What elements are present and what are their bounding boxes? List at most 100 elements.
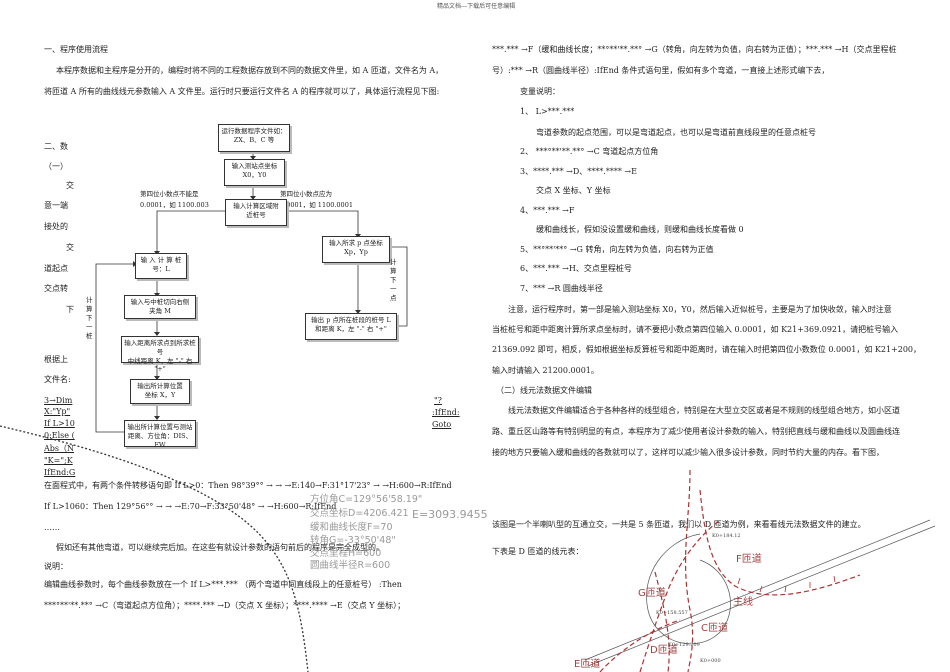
paragraph: 接的地方只要输入缓和曲线的各数就可以了，这样可以减少输入很多设计参数，同时节约大…: [492, 448, 884, 457]
code-fragment: :IfEnd:: [432, 408, 460, 417]
variable-desc: 弯道参数的起点范围，可以是弯道起点，也可以是弯道前直线段里的任意点桩号: [536, 128, 816, 137]
flow-box-text: 输出 p 点所在桩段的桩号 L: [311, 316, 391, 324]
flow-box-text: 中线距离 K，左 "-" 右 "+": [127, 356, 193, 374]
flow-box-text: 夹角 M: [149, 306, 171, 315]
section-1-title: 一、程序使用流程: [44, 45, 108, 54]
flow-box-text: ZX、B、C 等: [233, 135, 275, 144]
paragraph: 说明：: [44, 562, 68, 571]
paragraph: ***°**'**.**° →C（弯道起点方位角）；****.*** →D（交点…: [44, 601, 406, 610]
ramp-label-f: F匝道: [736, 554, 762, 565]
text-fragment: 接处的: [44, 222, 68, 231]
station-label: K0+129.209: [668, 642, 700, 648]
flow-box-input-angle: 输入与中桩切向右侧 夹角 M: [124, 295, 196, 319]
text-fragment: 根据上: [44, 355, 68, 364]
paragraph: 号）:*** →R（圆曲线半径）:IfEnd 条件式语句里，假如有多个弯道，一直…: [492, 66, 830, 75]
text-fragment: 道起点: [44, 264, 68, 273]
ramp-label-d: D匝道: [650, 645, 678, 656]
station-label: K0+184.12: [712, 533, 741, 539]
section-1-paragraph: 本程序数据和主程序是分开的，编程时将不同的工程数据存放到不同的数据文件里，如 A…: [56, 66, 444, 75]
text-fragment: 文件名:: [44, 375, 71, 384]
flow-box-text: 号：L: [152, 264, 170, 273]
flow-box-text: 输入计算区域附: [233, 202, 279, 210]
paragraph: If L>1060：Then 129°56°° → → →E:70→F:33°5…: [44, 502, 337, 511]
variable-item: 1、 L>***.***: [520, 107, 575, 116]
code-fragment: "?: [434, 396, 442, 405]
flow-note-right: 第四位小数点应为: [280, 190, 332, 198]
flow-box-output-dis-fw: 输出所计算位置与测站 距离、方位角：DIS、FW: [124, 420, 196, 449]
text-fragment: 意一端: [44, 201, 68, 210]
code-fragment: Goto: [432, 420, 452, 429]
flow-note-left: 0.0001，如 1100.003: [140, 201, 209, 209]
flow-box-text: 输出所计算位置: [137, 382, 183, 390]
flow-box-text: 坐标 X，Y: [144, 390, 176, 399]
calc-display-line: 转角G=-33°50'48": [310, 535, 396, 546]
variable-item: 3、****.*** →D、****.**** →E: [520, 167, 637, 176]
flow-box-output-xy: 输出所计算位置 坐标 X，Y: [130, 379, 190, 404]
flow-box-text: 运行数据程序文件如：: [221, 127, 287, 135]
calc-display-line: 交点坐标D=4206.421: [310, 508, 409, 519]
flow-note-left: 第四位小数点不能是: [140, 190, 199, 198]
code-line: IfEnd:G: [44, 468, 76, 477]
variable-desc: 交点 X 坐标、Y 坐标: [536, 186, 611, 195]
code-line: Abs（N: [44, 444, 75, 453]
flow-box-text: Xp，Yp: [344, 247, 368, 256]
calc-display-line: 方位角C=129°56'58.19": [310, 494, 423, 505]
text-fragment: 交: [66, 243, 74, 252]
flow-box-text: 输出所计算位置与测站: [127, 423, 193, 431]
flow-box-text: 距离、方位角：DIS、FW: [127, 431, 193, 449]
code-line: "K=";K: [44, 456, 73, 465]
text-fragment: 下: [66, 305, 74, 314]
calc-display-line: 缓和曲线长度F=70: [310, 522, 393, 533]
flow-box-text: 输 入 计 算 桩: [140, 256, 182, 264]
flow-box-text: 输入距离所求点到所求桩号: [124, 339, 196, 356]
ramp-label-g: G匝道: [638, 588, 666, 599]
flow-box-text: 近桩号: [246, 210, 266, 219]
paragraph: 该图是一个半喇叭型的互通立交，一共是 5 条匝道，我们以 D 匝道为例，来看看线…: [492, 520, 866, 529]
flow-box-input-p-coord: 输入所求 p 点坐标 Xp，Yp: [322, 236, 390, 263]
code-line: X:"Yp": [44, 407, 71, 416]
ellipsis: ……: [44, 523, 60, 532]
page-header: 精品文档---下载后可任意编辑: [437, 3, 516, 10]
paragraph: 在面程式中，有两个条件转移语句即 If L>0：Then 98°39°° → →…: [44, 481, 452, 490]
paragraph: 假如还有其他弯道，可以继续完后加。在这些有就设计参数的语句前后的程序是完全成型的…: [56, 543, 384, 552]
note-paragraph: 21369.092 即可，相反，假如根据坐标反算桩号和距中距离时，请在输入时把第…: [492, 345, 922, 354]
flow-box-input-station: 输入测站点坐标 X0，Y0: [224, 159, 285, 186]
flow-note-right: 0.0001，如 1100.0001: [280, 201, 353, 209]
paragraph: 线元法数据文件编辑适合于各种各样的线型组合，特别是在大型立交区或者是不规则的线型…: [508, 406, 900, 415]
flow-box-input-station-L: 输 入 计 算 桩 号：L: [135, 253, 187, 279]
flow-box-input-approx-station: 输入计算区域附 近桩号: [225, 199, 287, 226]
variable-item: 7、*** →R 圆曲线半径: [520, 284, 603, 293]
variable-item: 5、**°**'**° →G 转角，向左转为负值，向右转为正值: [520, 245, 714, 254]
section-2-title: 二、数: [44, 142, 68, 151]
variable-item: 4、***.*** →F: [520, 206, 575, 215]
flow-box-text: X0，Y0: [242, 170, 267, 179]
flow-box-text: 和距离 K，左 "-" 右 "+": [315, 324, 387, 333]
station-label: K0+158.557: [656, 610, 688, 616]
variables-title: 变量说明：: [520, 87, 560, 96]
flow-box-input-offset: 输入距离所求点到所求桩号 中线距离 K，左 "-" 右 "+": [121, 336, 199, 373]
code-line: 3→Dim: [44, 396, 73, 405]
main-line-label: 主线: [733, 597, 753, 608]
flow-loop-next-point: 计算下一点: [390, 258, 397, 303]
flow-box-text: 输入与中桩切向右侧: [130, 298, 190, 306]
paragraph: ***.*** →F（缓和曲线长度；**°**'**.**° →G（转角，向左转…: [492, 45, 897, 54]
paragraph: 路、重丘区山路等有特别明显的有点，本程序为了减少使用者设计参数的输入，特别把直线…: [492, 427, 900, 436]
calc-display-line: E=3093.9455: [412, 508, 488, 521]
note-paragraph: 当桩桩号和距中距离计算所求点坐标时，请不要把小数点第四位输入 0.0001，如 …: [492, 325, 899, 334]
flow-box-output-p-station: 输出 p 点所在桩段的桩号 L 和距离 K，左 "-" 右 "+": [305, 313, 397, 340]
calc-display-line: 圆曲线半径R=600: [310, 560, 391, 571]
code-line: If L>10: [44, 419, 75, 428]
variable-desc: 缓和曲线长，假如没设置缓和曲线，则缓和曲线长度看做 0: [536, 225, 744, 234]
section-2-subtitle: （一）: [44, 162, 68, 171]
flow-box-text: 输入所求 p 点坐标: [329, 239, 383, 247]
section-1-paragraph: 将匝道 A 所有的曲线线元参数输入 A 文件里。运行时只要运行文件名 A 的程序…: [44, 87, 440, 96]
station-label: K0+000: [700, 658, 721, 664]
ramp-label-e: E匝道: [574, 659, 601, 670]
text-fragment: 交点转: [44, 284, 68, 293]
code-line: 0:Else (: [44, 431, 75, 440]
variable-item: 6、***.*** →H、交点里程桩号: [520, 264, 632, 273]
note-paragraph: 注意，运行程序时，第一部是输入测站坐标 X0，Y0，然后输入近似桩号，主要是为了…: [508, 305, 892, 314]
flow-box-text: 输入测站点坐标: [231, 162, 278, 170]
